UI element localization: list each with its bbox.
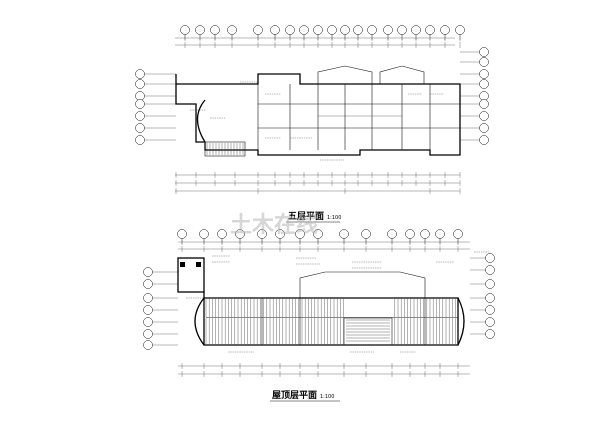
axis-bubble <box>479 47 489 57</box>
axis-bubble <box>257 229 267 239</box>
roof-tile-hatch <box>205 299 458 344</box>
axis-bubble <box>485 329 495 339</box>
roof-top-axis-bubbles <box>177 229 463 244</box>
right-axis-bubbles <box>460 47 489 145</box>
axis-bubble <box>479 91 489 101</box>
axis-bubble <box>479 69 489 79</box>
axis-bubble <box>135 111 145 121</box>
axis-bubble <box>180 25 190 35</box>
axis-bubble <box>295 229 305 239</box>
axis-bubble <box>479 57 489 67</box>
fifth-floor-scale: 1:100 <box>327 215 341 221</box>
axis-bubble <box>313 229 323 239</box>
axis-bubble <box>285 25 295 35</box>
roof-floor-scale: 1:100 <box>320 394 334 400</box>
axis-bubble <box>340 25 350 35</box>
axis-bubble <box>405 229 415 239</box>
roof-plan-annotations <box>186 251 490 353</box>
fifth-floor-plan: 五层平面 1:100 <box>135 25 489 223</box>
axis-bubble <box>143 317 153 327</box>
top-dimension-lines <box>175 35 461 48</box>
axis-bubble <box>367 25 377 35</box>
axis-bubble <box>383 25 393 35</box>
axis-bubble <box>455 25 465 35</box>
axis-bubble <box>440 25 450 35</box>
bottom-dimension-lines <box>175 172 461 194</box>
axis-bubble <box>143 267 153 277</box>
axis-bubble <box>353 25 363 35</box>
axis-bubble <box>217 229 227 239</box>
roof-left-axis-bubbles <box>143 267 178 350</box>
axis-bubble <box>143 340 153 350</box>
axis-bubble <box>135 91 145 101</box>
axis-bubble <box>485 265 495 275</box>
axis-bubble <box>485 305 495 315</box>
axis-bubble <box>235 229 245 239</box>
axis-bubble <box>313 25 323 35</box>
axis-bubble <box>275 229 285 239</box>
axis-bubble <box>479 79 489 89</box>
axis-bubble <box>143 293 153 303</box>
axis-bubble <box>135 99 145 109</box>
axis-bubble <box>143 329 153 339</box>
watermark-text: 土木在线 <box>230 212 318 238</box>
axis-bubble <box>199 229 209 239</box>
axis-bubble <box>327 25 337 35</box>
axis-bubble <box>485 279 495 289</box>
axis-bubble <box>135 69 145 79</box>
fifth-floor-title: 五层平面 <box>288 211 324 222</box>
axis-bubble <box>210 25 220 35</box>
upper-plan-walls <box>175 65 461 157</box>
top-axis-bubbles <box>180 25 465 40</box>
axis-bubble <box>143 305 153 315</box>
axis-bubble <box>253 25 263 35</box>
axis-bubble <box>485 293 495 303</box>
axis-bubble <box>485 317 495 327</box>
axis-bubble <box>435 229 445 239</box>
axis-bubble <box>135 123 145 133</box>
axis-bubble <box>227 25 237 35</box>
axis-bubble <box>411 25 421 35</box>
axis-bubble <box>143 279 153 289</box>
axis-bubble <box>479 111 489 121</box>
roof-top-dimension-lines <box>178 239 470 252</box>
axis-bubble <box>299 25 309 35</box>
axis-bubble <box>361 229 371 239</box>
axis-bubble <box>135 135 145 145</box>
roof-bottom-dimension-lines <box>178 363 470 377</box>
left-axis-bubbles <box>135 69 176 145</box>
axis-bubble <box>420 229 430 239</box>
roof-outline <box>177 257 465 346</box>
roof-floor-title: 屋顶层平面 <box>272 390 317 401</box>
upper-plan-annotations <box>190 81 444 161</box>
axis-bubble <box>177 229 187 239</box>
axis-bubble <box>387 229 397 239</box>
axis-bubble <box>479 99 489 109</box>
axis-bubble <box>195 25 205 35</box>
axis-bubble <box>479 123 489 133</box>
axis-bubble <box>453 229 463 239</box>
axis-bubble <box>270 25 280 35</box>
axis-bubble <box>479 135 489 145</box>
roof-floor-plan: 屋顶层平面 1:100 <box>143 229 495 402</box>
axis-bubble <box>397 25 407 35</box>
axis-bubble <box>425 25 435 35</box>
upper-stair-hatch <box>206 143 244 155</box>
axis-bubble <box>339 229 349 239</box>
roof-right-axis-bubbles <box>470 253 495 339</box>
axis-bubble <box>135 79 145 89</box>
axis-bubble <box>485 253 495 263</box>
